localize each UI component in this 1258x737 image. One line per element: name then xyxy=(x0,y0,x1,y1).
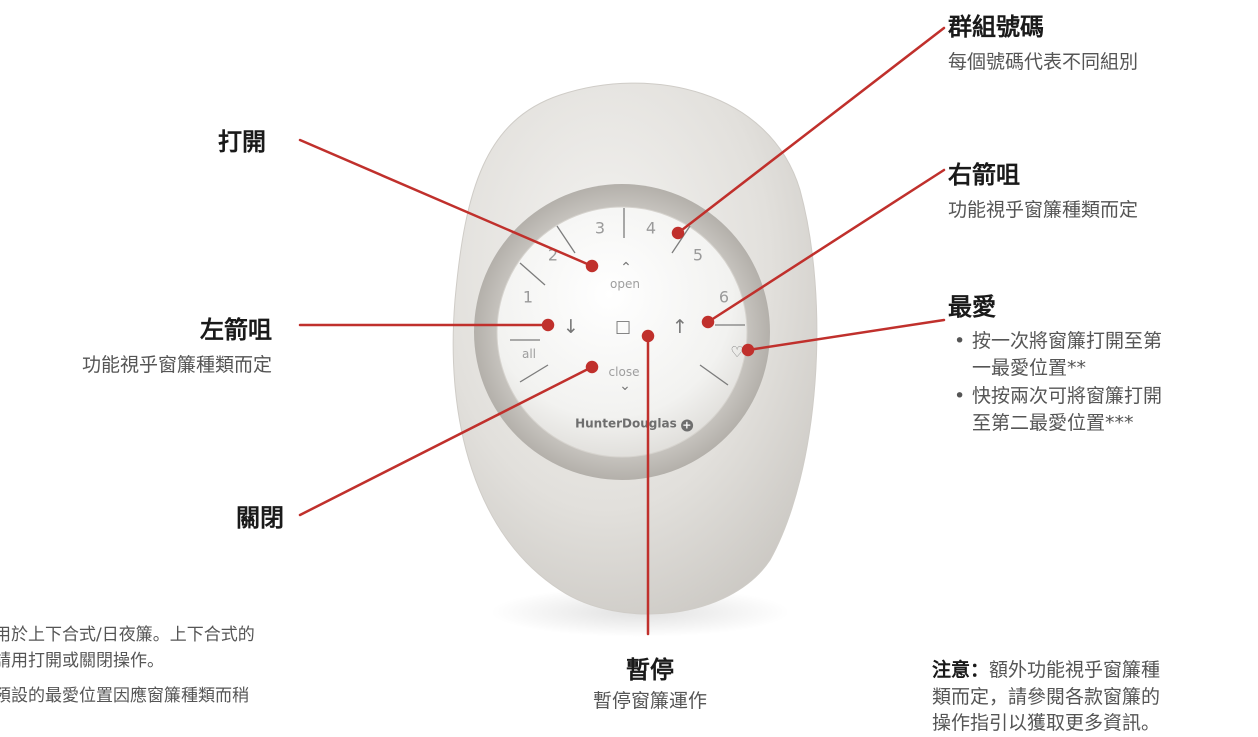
note-block: 注意：額外功能視乎窗簾種 類而定，請參閱各款窗簾的 操作指引以獲取更多資訊。 xyxy=(932,657,1160,737)
bullet-item: 快按兩次可將窗簾打開 至第二最愛位置*** xyxy=(954,383,1162,436)
callout-title: 暫停 xyxy=(626,656,674,684)
favorite-bullet-list: 按一次將窗簾打開至第 一最愛位置** 快按兩次可將窗簾打開 至第二最愛位置*** xyxy=(954,328,1162,436)
callout-favorite: 最愛 按一次將窗簾打開至第 一最愛位置** 快按兩次可將窗簾打開 至第二最愛位置… xyxy=(948,287,1162,438)
arrow-up-icon[interactable]: ↑ xyxy=(672,316,688,338)
callout-title: 群組號碼 xyxy=(948,13,1044,41)
group-number-2[interactable]: 2 xyxy=(547,245,559,265)
footnote-line: 請用打開或關閉操作。 xyxy=(0,651,164,672)
group-number-4[interactable]: 4 xyxy=(645,218,657,238)
plus-circle-icon: + xyxy=(680,418,693,432)
callout-pause: 暫停 暫停窗簾運作 xyxy=(565,650,735,715)
callout-left-arrow: 左箭咀 功能視乎窗簾種類而定 xyxy=(82,310,272,379)
chevron-down-icon: ⌄ xyxy=(619,378,631,394)
group-number-6[interactable]: 6 xyxy=(718,287,730,307)
close-label[interactable]: close xyxy=(608,365,640,379)
note-label: 注意： xyxy=(932,659,990,681)
open-label[interactable]: open xyxy=(610,277,640,291)
group-number-3[interactable]: 3 xyxy=(594,218,606,238)
arrow-down-icon[interactable]: ↓ xyxy=(563,316,579,338)
group-number-5[interactable]: 5 xyxy=(692,245,704,265)
note-line: 注意：額外功能視乎窗簾種 xyxy=(932,659,1161,681)
footnotes: 用於上下合式/日夜簾。上下合式的 請用打開或關閉操作。 預設的最愛位置因應窗簾種… xyxy=(0,622,255,709)
callout-title: 左箭咀 xyxy=(200,316,272,344)
callout-title: 打開 xyxy=(218,128,266,156)
chevron-up-icon: ⌃ xyxy=(620,260,632,276)
group-number-1[interactable]: 1 xyxy=(522,287,534,307)
callout-close: 關閉 xyxy=(236,498,284,533)
callout-desc: 功能視乎窗簾種類而定 xyxy=(81,354,272,376)
all-label[interactable]: all xyxy=(521,347,537,361)
note-line: 操作指引以獲取更多資訊。 xyxy=(932,712,1161,735)
callout-title: 最愛 xyxy=(948,293,996,321)
callout-desc: 功能視乎窗簾種類而定 xyxy=(948,199,1139,221)
stop-square-icon[interactable]: □ xyxy=(614,317,632,337)
callout-right-arrow: 右箭咀 功能視乎窗簾種類而定 xyxy=(948,155,1138,224)
callout-desc: 每個號碼代表不同組別 xyxy=(948,51,1139,73)
footnote-line: 用於上下合式/日夜簾。上下合式的 xyxy=(0,625,255,645)
callout-group-numbers: 群組號碼 每個號碼代表不同組別 xyxy=(948,7,1138,76)
callout-desc: 暫停窗簾運作 xyxy=(592,690,707,712)
note-line: 類而定，請參閱各款窗簾的 xyxy=(932,685,1161,708)
callout-title: 關閉 xyxy=(236,504,284,532)
callout-title: 右箭咀 xyxy=(948,161,1020,189)
footnote-line: 預設的最愛位置因應窗簾種類而稍 xyxy=(0,685,249,706)
callout-open: 打開 xyxy=(218,122,266,157)
brand-logo-text: HunterDouglas + xyxy=(575,416,693,432)
heart-icon[interactable]: ♡ xyxy=(730,343,744,361)
bullet-item: 按一次將窗簾打開至第 一最愛位置** xyxy=(954,328,1162,381)
